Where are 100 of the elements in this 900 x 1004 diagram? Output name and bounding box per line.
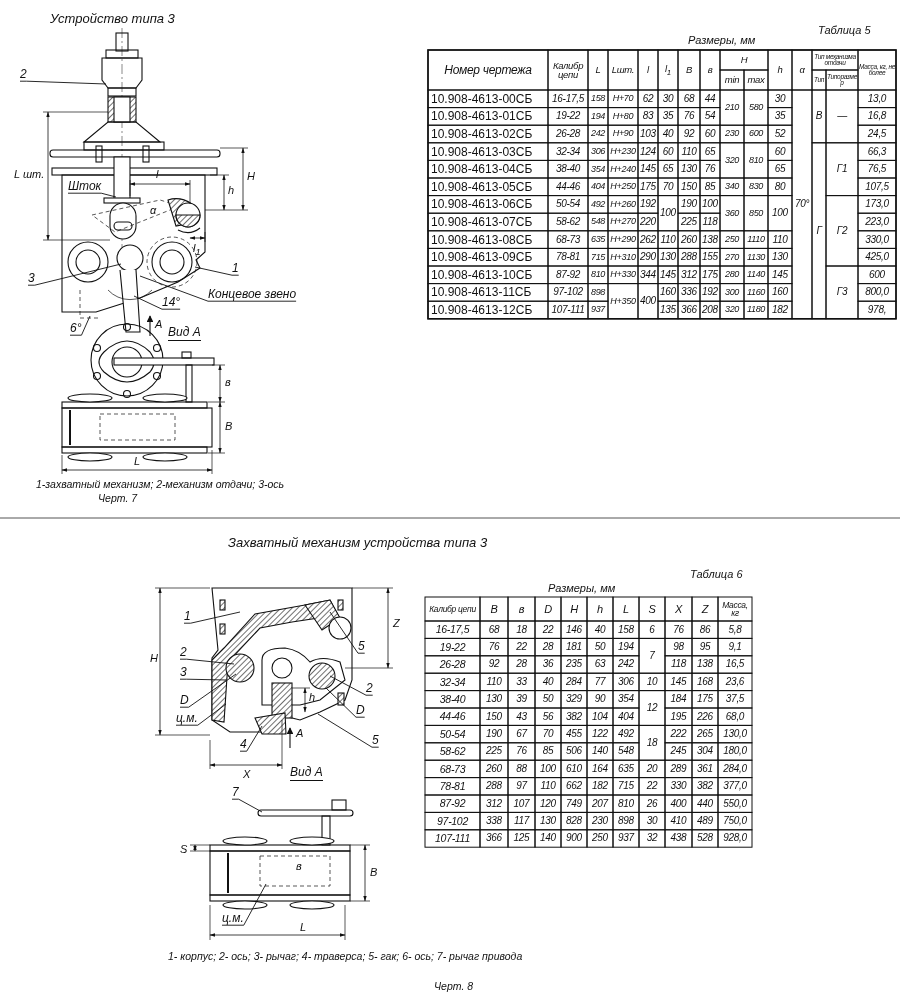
table-value: 95 [699, 642, 711, 653]
table-value: 110 [540, 781, 556, 792]
callout-label: ц.м. [222, 912, 244, 926]
column-header: min [724, 75, 740, 85]
table-value: 92 [683, 129, 695, 139]
table-value: 107 [513, 798, 530, 809]
table-value: H+330 [610, 270, 636, 280]
table-value: 135 [660, 305, 676, 315]
table-value: 270 [724, 252, 740, 262]
table-value: 312 [681, 269, 697, 280]
table-value: 181 [566, 642, 582, 653]
table-value: 750,0 [723, 816, 747, 827]
table-value: 489 [697, 816, 713, 827]
figure-heading: Устройство типа 3 [50, 12, 175, 27]
column-header: S [648, 603, 656, 615]
table-value: 100 [772, 208, 788, 219]
table-value: 87-92 [439, 798, 466, 809]
drawing-number: 10.908-4613-09СБ [431, 250, 533, 265]
table-value: 7 [649, 650, 655, 661]
table-value: 32 [646, 833, 658, 844]
column-header: В [685, 65, 692, 75]
table-value: 438 [670, 833, 687, 844]
figure-caption: 1- корпус; 2- ось; 3- рычаг; 4- траверса; 5- гак; 6- ось; 7- рычаг привода [168, 950, 523, 963]
table-value: 40 [662, 129, 674, 139]
table-value: 68 [683, 93, 695, 104]
table-value: 749 [566, 798, 582, 809]
table-value: 26-28 [555, 129, 581, 139]
table-value: 26-28 [439, 659, 466, 670]
table-value: 124 [640, 146, 656, 157]
drawing-number: 10.908-4613-08СБ [431, 232, 533, 247]
table-value: 70 [662, 181, 674, 192]
table-value: H+80 [612, 111, 634, 121]
table-value: 92 [488, 659, 500, 670]
table-value: 23,6 [725, 676, 745, 687]
column-header: max [747, 75, 765, 85]
callout-label: 3 [28, 272, 35, 286]
callout-label: 14° [162, 296, 181, 310]
table-value: H+230 [610, 147, 636, 157]
table-value: Г3 [836, 287, 848, 298]
table-value: 320 [724, 155, 740, 165]
table-value: 168 [697, 676, 713, 687]
table-value: 110 [772, 234, 788, 245]
table-value: 300 [724, 287, 740, 297]
table-value: 86 [699, 624, 711, 635]
table-value: 52 [774, 129, 786, 139]
table-value: 33 [516, 676, 527, 687]
dimension-label: H [247, 170, 255, 183]
table-value: 140 [540, 833, 556, 844]
table-value: 90 [594, 694, 606, 705]
table-value: 40 [542, 676, 554, 687]
table-value: 800,0 [865, 287, 889, 298]
table-value: 76 [683, 111, 695, 122]
dimension-label: A [155, 318, 163, 331]
table-value: 98 [673, 642, 684, 653]
callout-label: 1 [184, 610, 191, 624]
table-value: 830 [748, 182, 764, 192]
table-value: 16,8 [867, 111, 887, 122]
table-value: 978, [867, 305, 887, 315]
table-value: 22 [646, 781, 658, 792]
table-value: 354 [590, 164, 606, 174]
figure-heading: Захватный механизм устройства типа 3 [228, 536, 488, 551]
table-value: 194 [618, 642, 634, 653]
table-value: H+270 [610, 217, 636, 227]
callout-label: Концевое звено [208, 288, 297, 302]
table-value: 56 [542, 711, 554, 722]
leader-line [221, 883, 267, 926]
table-value: Г [816, 225, 822, 236]
dimension-label: L [134, 455, 141, 468]
table-value: В [815, 111, 823, 122]
table-value: 22 [542, 624, 554, 635]
column-header: в [518, 603, 525, 615]
table-value: 158 [618, 624, 634, 635]
table-value: 330,0 [865, 234, 889, 245]
callout-label: D [180, 694, 189, 708]
column-header: в [707, 65, 713, 75]
table-value: 506 [566, 746, 582, 757]
table-value: 20 [646, 763, 658, 774]
table-value: 13,0 [867, 93, 887, 104]
callout-label: 4 [240, 738, 247, 752]
table-value: 10 [646, 676, 658, 687]
column-header: l$_{1}$ [665, 63, 671, 77]
table-value: 76 [704, 164, 716, 175]
table-value: 103 [640, 129, 656, 139]
table-value: 145 [772, 269, 788, 280]
table-value: 66,3 [867, 146, 887, 157]
table-value: 32-34 [555, 146, 581, 157]
dimension-label: В [370, 866, 378, 879]
dimension-label: L шт. [14, 168, 45, 181]
table-value: 528 [697, 833, 713, 844]
table-value: 117 [513, 816, 529, 827]
dimension-label: l [156, 168, 159, 181]
table-value: 16,5 [725, 659, 745, 670]
dimension-label: h [228, 184, 235, 197]
table-value: 175 [697, 694, 713, 705]
table-value: 145 [670, 676, 687, 687]
table-value: 65 [662, 164, 674, 175]
table-value: 404 [590, 182, 606, 192]
callout-label: 5 [372, 734, 379, 748]
view-label: Вид А [290, 766, 323, 781]
table-value: 50 [594, 642, 606, 653]
